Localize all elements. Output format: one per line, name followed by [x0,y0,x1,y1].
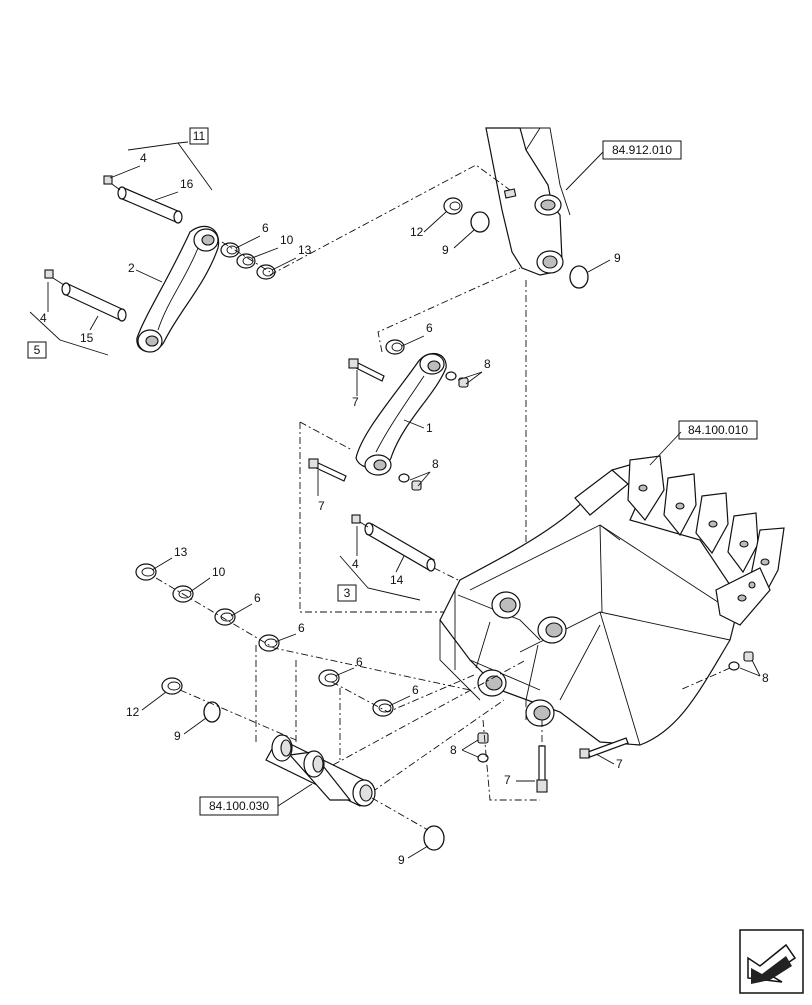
callout-8a: 8 [484,357,491,371]
coupler-pin-assembly [265,734,376,807]
link-1 [355,352,447,476]
callout-12b: 12 [126,705,140,719]
callout-13a: 13 [298,243,312,257]
callout-8d: 8 [450,743,457,757]
washer-6-mid [385,339,405,355]
callout-6e: 6 [356,655,363,669]
callout-7d: 7 [504,773,511,787]
reference-bucket[interactable]: 84.100.010 [649,420,758,466]
reference-coupler[interactable]: 84.100.030 [199,783,313,816]
callout-2: 2 [128,261,135,275]
callout-6b: 6 [426,321,433,335]
callout-4b: 4 [40,311,47,325]
bolt-7-lower [308,458,347,482]
callout-box-5[interactable]: 5 [27,341,47,359]
oring-9-top [470,211,490,233]
nuts-8-upper [445,371,469,388]
callout-6f: 6 [412,683,419,697]
callout-7c: 7 [616,757,623,771]
arm-end [485,127,571,276]
washer-12-top [443,197,463,215]
bolt-7-right [579,737,629,759]
svg-text:84.100.030: 84.100.030 [209,799,269,813]
callout-10b: 10 [212,565,226,579]
callout-6a: 6 [262,221,269,235]
callout-4a: 4 [140,151,147,165]
bolt-7-bottom [536,720,548,793]
callout-4c: 4 [352,557,359,571]
callout-8c: 8 [762,671,769,685]
callout-9c: 9 [174,729,181,743]
callout-7b: 7 [318,499,325,513]
callout-9d: 9 [398,853,405,867]
callout-6d: 6 [298,621,305,635]
svg-text:3: 3 [344,586,351,600]
callout-6c: 6 [254,591,261,605]
callout-14: 14 [390,573,404,587]
bracket-5 [29,311,109,356]
callout-12a: 12 [410,225,424,239]
callout-13b: 13 [174,545,188,559]
bucket [439,455,785,746]
nuts-8-bottom [477,719,540,801]
callout-8b: 8 [432,457,439,471]
callout-box-11[interactable]: 11 [189,127,209,145]
svg-text:84.912.010: 84.912.010 [612,143,672,157]
callout-16: 16 [180,177,194,191]
callout-1: 1 [426,421,433,435]
callout-box-3[interactable]: 3 [337,584,357,602]
callout-9b: 9 [614,251,621,265]
nuts-8-bucket [728,651,754,671]
pin-15 [44,269,127,322]
callout-9a: 9 [442,243,449,257]
washers-top [220,242,276,280]
pin-14 [351,514,463,583]
link-2 [136,225,220,353]
svg-text:5: 5 [34,343,41,357]
bracket-3 [339,555,421,601]
svg-text:11: 11 [193,129,206,143]
svg-text:84.100.010: 84.100.010 [688,423,748,437]
bolt-7-upper [348,358,385,382]
oring-9-bottom [423,825,445,851]
pin-16 [103,175,183,224]
callout-15: 15 [80,331,94,345]
callout-7a: 7 [352,395,359,409]
callout-10a: 10 [280,233,294,247]
next-arrow-icon[interactable] [739,929,804,994]
oring-9-right [569,265,589,289]
reference-arm[interactable]: 84.912.010 [565,140,682,191]
nuts-8-lower [398,473,422,491]
bracket-11 [127,141,213,191]
